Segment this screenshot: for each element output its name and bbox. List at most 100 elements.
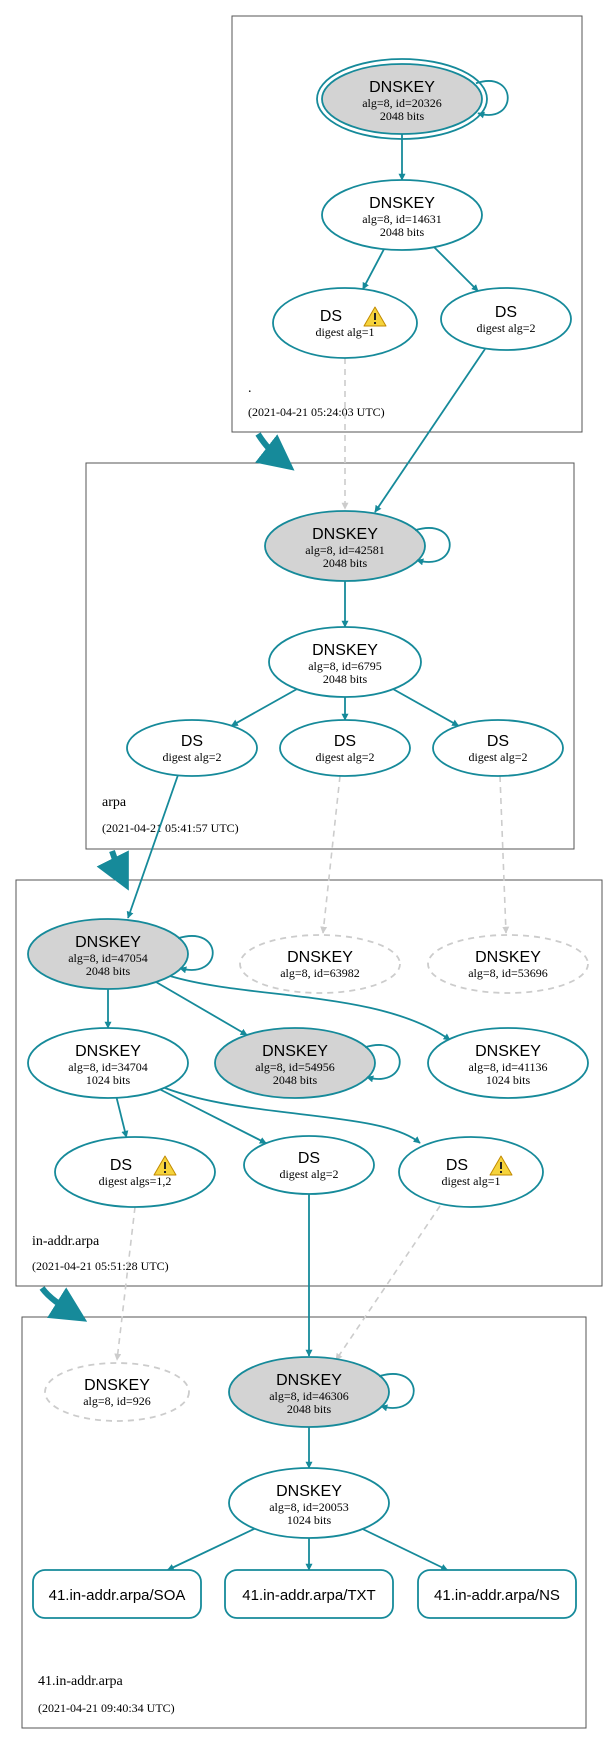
node-z41_ns[interactable]: 41.in-addr.arpa/NS <box>417 1569 577 1619</box>
edge-arpa_ds_b-to-ia_k63982 <box>320 775 341 934</box>
node-detail-line: digest algs=1,2 <box>99 1174 172 1188</box>
node-detail-line: alg=8, id=14631 <box>362 212 442 226</box>
node-ellipse <box>268 626 422 698</box>
node-detail-line: alg=8, id=20326 <box>362 96 442 110</box>
node-ellipse <box>27 918 189 990</box>
node-title: DNSKEY <box>276 1483 342 1500</box>
node-detail-line: digest alg=2 <box>468 750 527 764</box>
zone-timestamp: (2021-04-21 05:41:57 UTC) <box>102 821 239 835</box>
node-title: DS <box>487 733 509 750</box>
graph-edges <box>104 134 510 1571</box>
edge-ia_ds1-to-z41_k926 <box>114 1206 136 1361</box>
node-title: DS <box>298 1150 320 1167</box>
node-detail-line: 2048 bits <box>287 1402 332 1416</box>
edge-root_zsk-to-root_ds2 <box>433 246 479 292</box>
zone-border <box>21 1316 587 1729</box>
zone-border <box>231 15 583 433</box>
zone-timestamp: (2021-04-21 05:51:28 UTC) <box>32 1259 169 1273</box>
node-detail-line: alg=8, id=20053 <box>269 1500 349 1514</box>
warning-icon <box>153 1155 177 1176</box>
node-ellipse <box>427 1027 589 1099</box>
node-detail-line: digest alg=2 <box>315 750 374 764</box>
node-detail-line: alg=8, id=47054 <box>68 951 148 965</box>
self-loop-edge <box>414 527 451 566</box>
zone-name: in-addr.arpa <box>32 1234 100 1249</box>
node-detail-line: 2048 bits <box>323 556 368 570</box>
self-loop-edge <box>177 935 214 974</box>
self-loop-edge <box>364 1044 401 1083</box>
edge-root_zsk-to-root_ds1 <box>362 248 385 290</box>
edge-ia_zsk-to-ia_ds1 <box>115 1097 129 1138</box>
node-ellipse <box>214 1027 376 1099</box>
node-detail-line: alg=8, id=54956 <box>255 1060 335 1074</box>
node-ellipse <box>398 1136 544 1208</box>
node-detail-line: 2048 bits <box>380 109 425 123</box>
node-detail-line: 2048 bits <box>273 1073 318 1087</box>
node-title: DNSKEY <box>475 1043 541 1060</box>
node-detail-line: 1024 bits <box>86 1073 131 1087</box>
node-title: DNSKEY <box>312 526 378 543</box>
warning-icon <box>489 1155 513 1176</box>
node-detail-line: digest alg=2 <box>162 750 221 764</box>
edge-arpa_ds_c-to-ia_k53696 <box>499 775 510 934</box>
edge-z41_zsk-to-z41_soa <box>166 1527 256 1571</box>
node-title: 41.in-addr.arpa/NS <box>434 1587 560 1604</box>
node-title: DS <box>181 733 203 750</box>
edge-ia_ds3-to-z41_ksk <box>335 1205 441 1361</box>
edge-ia_zsk-to-ia_ds2 <box>159 1088 267 1145</box>
zone-timestamp: (2021-04-21 09:40:34 UTC) <box>38 1701 175 1715</box>
node-ellipse <box>228 1356 390 1428</box>
zone-name: 41.in-addr.arpa <box>38 1674 124 1689</box>
rrset-box <box>417 1569 577 1619</box>
node-z41_soa[interactable]: 41.in-addr.arpa/SOA <box>32 1569 202 1619</box>
node-title: DNSKEY <box>287 949 353 966</box>
edge-arpa_zsk-to-arpa_ds_a <box>230 688 298 727</box>
node-ellipse <box>427 934 589 994</box>
self-loop-edge <box>475 80 509 119</box>
node-title: 41.in-addr.arpa/SOA <box>49 1587 186 1604</box>
node-title: DNSKEY <box>262 1043 328 1060</box>
node-ellipse <box>228 1467 390 1539</box>
node-detail-line: 2048 bits <box>380 225 425 239</box>
node-title: DNSKEY <box>369 195 435 212</box>
node-title: DS <box>334 733 356 750</box>
zone-cluster-arpa: arpa(2021-04-21 05:41:57 UTC) <box>85 462 575 850</box>
node-ellipse <box>279 719 411 777</box>
zone-cluster-inaddr: in-addr.arpa (2021-04-21 05:51:28 UTC) <box>15 879 603 1287</box>
node-ellipse <box>321 179 483 251</box>
node-detail-line: digest alg=1 <box>441 1174 500 1188</box>
node-detail-line: digest alg=2 <box>476 321 535 335</box>
rrset-box <box>32 1569 202 1619</box>
edge-z41_zsk-to-z41_ns <box>362 1528 449 1571</box>
node-title: DNSKEY <box>84 1377 150 1394</box>
zone-clusters: .(2021-04-21 05:24:03 UTC)arpa(2021-04-2… <box>15 15 603 1729</box>
node-detail-line: alg=8, id=53696 <box>468 966 548 980</box>
node-z41_txt[interactable]: 41.in-addr.arpa/TXT <box>224 1569 394 1619</box>
node-ellipse <box>440 287 572 351</box>
node-title: DS <box>320 308 342 325</box>
zone-cluster-z41: 41.in-addr.arpa (2021-04-21 09:40:34 UTC) <box>21 1316 587 1729</box>
